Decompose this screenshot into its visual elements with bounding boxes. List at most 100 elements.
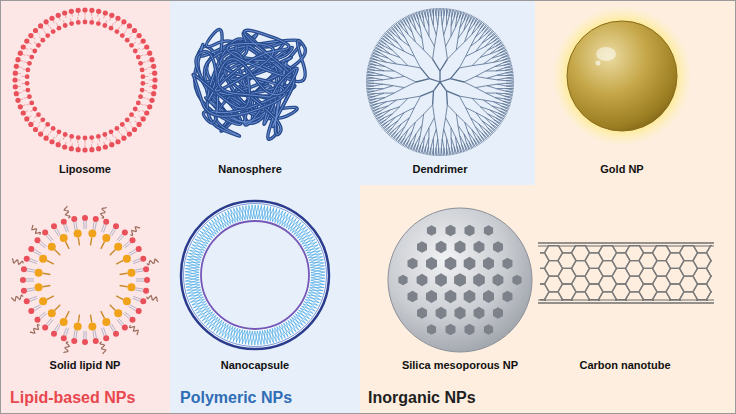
lipid-tail [121, 134, 123, 136]
solid-lipid-head [102, 318, 110, 326]
lipid-tail [54, 324, 58, 331]
lipid-tail [131, 32, 133, 34]
dendrimer-branch [368, 96, 376, 97]
dendrimer-branch [464, 82, 476, 88]
solid-lipid-tail [65, 311, 69, 318]
polymer-fiber [186, 262, 199, 267]
dendrimer-branch [443, 148, 444, 156]
lipid-tail [85, 145, 86, 148]
lipid-head [25, 68, 30, 73]
solid-lipid-head [74, 322, 82, 330]
dendrimer-branch [369, 101, 377, 103]
nanotube-hexagon [707, 276, 713, 292]
lipid-head [137, 122, 142, 127]
dendrimer-branch [383, 84, 393, 86]
lipid-head [69, 9, 74, 14]
lipid-tail [110, 18, 111, 21]
solid-lipid-tail [78, 238, 79, 246]
dendrimer-branch [479, 34, 486, 40]
lipid-tail [35, 249, 42, 253]
lipid-tail [77, 140, 78, 143]
lipid-head [61, 219, 67, 225]
lipid-tail [129, 122, 131, 124]
peg-chain [12, 259, 23, 265]
dendrimer-branch [487, 46, 495, 50]
dendrimer-branch [476, 88, 486, 93]
dendrimer-branch [502, 57, 509, 60]
solid-lipid-tail [90, 315, 91, 323]
dendrimer-branch [487, 78, 497, 80]
lipid-head [103, 10, 108, 15]
dendrimer-branch [404, 26, 408, 34]
dendrimer-branch [496, 43, 503, 47]
lipid-head [51, 126, 56, 131]
dendrimer-branch [505, 67, 513, 68]
dendrimer-branch [505, 71, 513, 73]
dendrimer-branch [456, 42, 464, 50]
lipid-head [42, 230, 48, 236]
lipid-tail [19, 66, 22, 68]
polymer-fiber [260, 206, 265, 220]
lipid-head [115, 16, 120, 21]
lipid-tail [98, 139, 100, 142]
lipid-tail [123, 314, 129, 319]
dendrimer-branch [440, 79, 451, 82]
lipid-tail [19, 92, 22, 94]
lipid-head [13, 71, 18, 76]
dendrimer-branch [494, 60, 503, 62]
dendrimer-branch [435, 8, 436, 16]
nanotube-hexagon [540, 268, 549, 284]
lipid-head [83, 136, 88, 141]
polymer-fiber [300, 308, 313, 313]
lipid-tail [85, 141, 86, 144]
dendrimer-branch [425, 27, 430, 36]
dendrimer-branch [366, 79, 374, 81]
silica-pore [493, 307, 503, 318]
dendrimer-branch [446, 139, 447, 148]
lipid-head [83, 20, 88, 25]
category-panel: Lipid-based NPsLiposomeSolid lipid NP [0, 0, 170, 414]
dendrimer-branch [441, 148, 443, 156]
dendrimer-branch [504, 63, 512, 66]
particle-name: Gold NP [600, 163, 643, 175]
dendrimer-branch [394, 88, 404, 93]
dendrimer-branch [421, 11, 424, 19]
lipid-tail [129, 306, 136, 310]
polymer-fiber [185, 267, 199, 269]
dendrimer-branch [458, 30, 464, 38]
dendrimer-branch [436, 8, 437, 16]
dendrimer-branch [459, 145, 462, 152]
dendrimer-branch [366, 82, 374, 84]
peg-chain [11, 295, 23, 301]
dendrimer-branch [366, 86, 374, 87]
dendrimer-branch [468, 25, 474, 32]
gold-np-figure [552, 6, 692, 146]
dendrimer-branch [433, 105, 435, 118]
particle-name: Solid lipid NP [50, 359, 121, 371]
solid-lipid-tail [101, 311, 105, 318]
dendrimer-branch [483, 100, 491, 106]
dendrimer-branch [497, 78, 506, 80]
lipid-tail [139, 42, 141, 44]
peg-chain [147, 296, 158, 302]
lipid-head [140, 68, 145, 73]
solid-lipid-tail [90, 238, 91, 246]
dendrimer-branch [416, 136, 420, 144]
dendrimer-branch [447, 148, 449, 156]
lipid-head [24, 298, 30, 304]
dendrimer-branch [476, 113, 482, 121]
lipid-tail [34, 42, 36, 44]
lipid-tail [29, 42, 31, 44]
solid-lipid-tail [120, 273, 128, 274]
dendrimer-branch [451, 147, 453, 155]
polymer-fiber [188, 287, 201, 293]
polymer-fiber [185, 270, 199, 272]
lipid-tail [95, 222, 97, 230]
lipid-tail [145, 76, 148, 77]
dendrimer-branch [367, 72, 375, 73]
lipid-head [18, 51, 23, 56]
nanotube-hexagon [540, 284, 549, 300]
lipid-tail [33, 305, 40, 309]
polymer-fiber [242, 330, 243, 344]
dendrimer-branch [433, 59, 440, 71]
